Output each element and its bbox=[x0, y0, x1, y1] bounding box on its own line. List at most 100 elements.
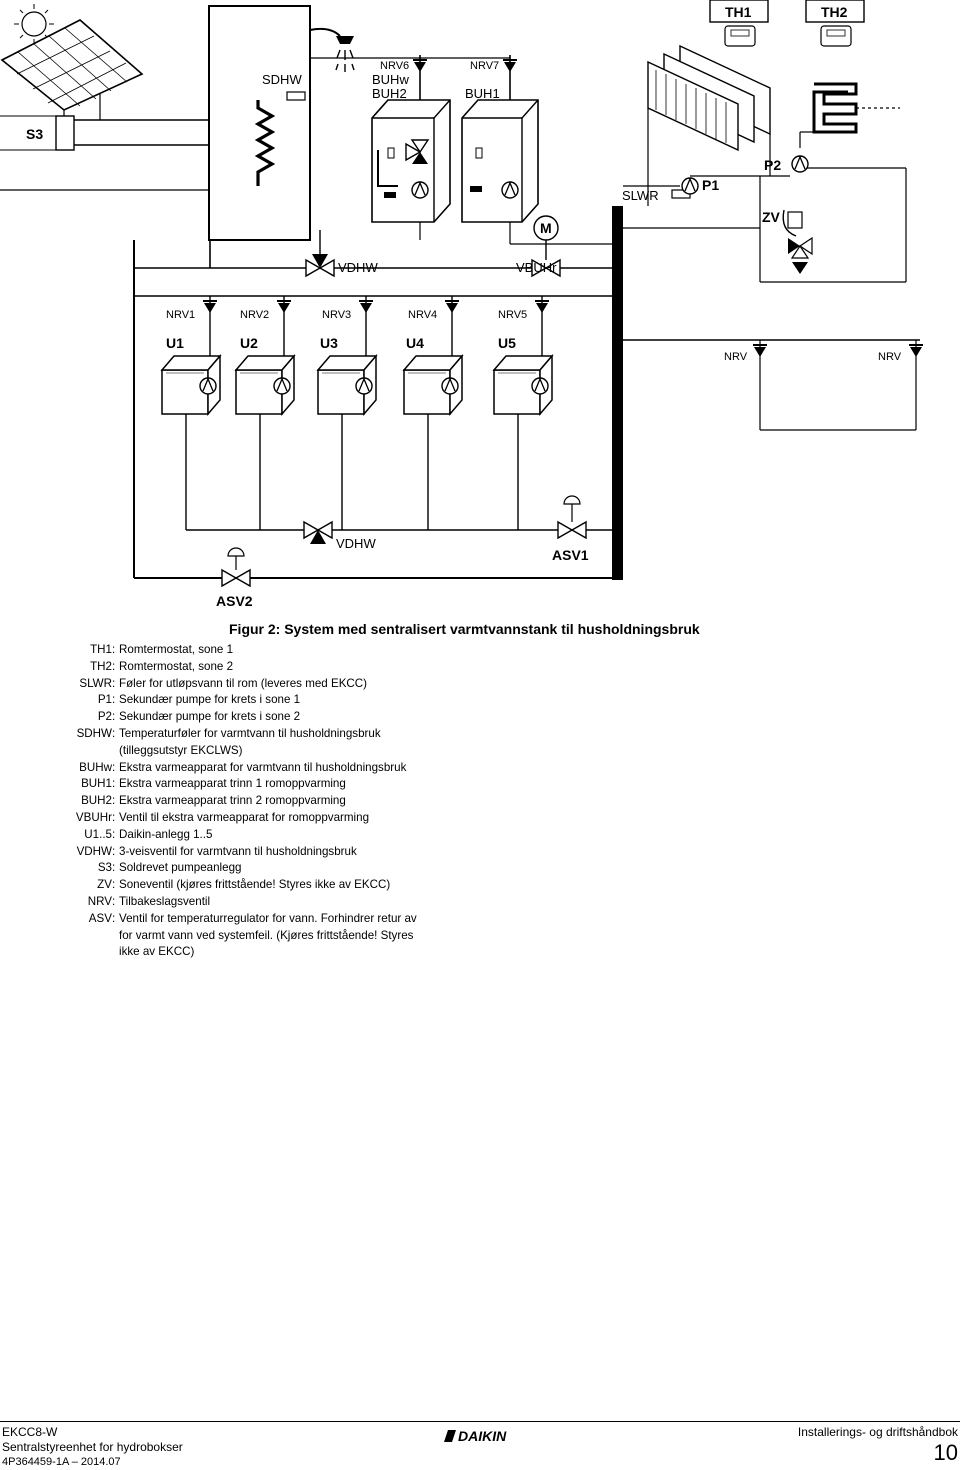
unit-u2 bbox=[235, 355, 295, 415]
solar-panel bbox=[0, 19, 144, 122]
legend-code: ZV bbox=[97, 878, 112, 892]
label-u3: U3 bbox=[320, 335, 338, 351]
legend-code: NRV bbox=[87, 894, 112, 908]
legend-row: S3:Soldrevet pumpeanlegg bbox=[60, 860, 480, 877]
heat-coil bbox=[254, 100, 276, 186]
label-buhw: BUHw bbox=[372, 72, 409, 87]
legend-desc: Romtermostat, sone 2 bbox=[119, 659, 234, 673]
footer-doc-code: EKCC8-W bbox=[2, 1425, 58, 1439]
label-nrv3: NRV3 bbox=[322, 309, 351, 321]
asv2-valve bbox=[221, 547, 251, 588]
label-p2: P2 bbox=[764, 157, 781, 173]
label-asv1: ASV1 bbox=[552, 547, 589, 563]
label-u4: U4 bbox=[406, 335, 424, 351]
buh1-pump-icon bbox=[501, 181, 519, 199]
label-nrv4: NRV4 bbox=[408, 309, 437, 321]
legend-code: P1 bbox=[97, 693, 112, 707]
legend-code: S3 bbox=[97, 861, 112, 875]
s3-pump-station bbox=[55, 115, 75, 151]
unit-u5 bbox=[493, 355, 553, 415]
legend-code: BUH1 bbox=[81, 777, 112, 791]
label-nrv2: NRV2 bbox=[240, 309, 269, 321]
legend-desc: Sekundær pumpe for krets i sone 2 bbox=[119, 710, 301, 724]
footer-rule bbox=[0, 1421, 960, 1422]
label-th2: TH2 bbox=[821, 4, 848, 20]
label-slwr: SLWR bbox=[622, 188, 659, 203]
sun-icon bbox=[14, 4, 54, 44]
legend-code: SLWR bbox=[79, 676, 112, 690]
legend-code: VBUHr bbox=[75, 810, 112, 824]
label-vbuhr: VBUHr bbox=[516, 260, 557, 275]
th2-header bbox=[805, 0, 865, 23]
legend-row: for varmt vann ved systemfeil. (Kjøres f… bbox=[60, 928, 480, 945]
footer-product: Sentralstyreenhet for hydrobokser bbox=[2, 1440, 183, 1454]
buh1-unit bbox=[461, 99, 539, 223]
legend-row: (tilleggsutstyr EKCLWS) bbox=[60, 743, 480, 760]
legend-row: P1:Sekundær pumpe for krets i sone 1 bbox=[60, 692, 480, 709]
legend-row: TH1:Romtermostat, sone 1 bbox=[60, 642, 480, 659]
legend-code: VDHW bbox=[76, 844, 112, 858]
legend-row: SDHW:Temperaturføler for varmtvann til h… bbox=[60, 726, 480, 743]
legend-desc: Ekstra varmeapparat trinn 1 romoppvarmin… bbox=[119, 777, 346, 791]
legend-code: BUHw bbox=[79, 760, 112, 774]
vbuhr-valve bbox=[531, 258, 561, 278]
legend-desc: Føler for utløpsvann til rom (leveres me… bbox=[119, 676, 368, 690]
legend-row: BUH2:Ekstra varmeapparat trinn 2 romoppv… bbox=[60, 793, 480, 810]
label-vdhw-top: VDHW bbox=[338, 260, 378, 275]
legend-code: P2 bbox=[97, 710, 112, 724]
legend-code: U1..5 bbox=[84, 827, 112, 841]
footer-manual: Installerings- og driftshåndbok bbox=[797, 1425, 958, 1439]
label-nrv5: NRV5 bbox=[498, 309, 527, 321]
legend-code bbox=[60, 944, 112, 961]
p1-pump-icon bbox=[681, 177, 699, 195]
unit-u1 bbox=[161, 355, 221, 415]
legend-row: TH2:Romtermostat, sone 2 bbox=[60, 659, 480, 676]
label-asv2: ASV2 bbox=[216, 593, 253, 609]
floor-heating-coil bbox=[812, 82, 858, 134]
legend-code bbox=[60, 928, 112, 945]
legend-desc: (tilleggsutstyr EKCLWS) bbox=[119, 743, 243, 757]
daikin-logo: DAIKIN bbox=[444, 1427, 516, 1450]
svg-text:DAIKIN: DAIKIN bbox=[458, 1428, 507, 1444]
legend-code: TH2 bbox=[90, 659, 112, 673]
label-nrv6: NRV6 bbox=[380, 60, 409, 72]
legend-desc: Soneventil (kjøres frittstående! Styres … bbox=[119, 878, 391, 892]
legend-desc: ikke av EKCC) bbox=[119, 945, 195, 959]
legend-desc: Daikin-anlegg 1..5 bbox=[119, 827, 213, 841]
label-buh1: BUH1 bbox=[465, 86, 500, 101]
legend-code: ASV bbox=[88, 911, 112, 925]
label-s3: S3 bbox=[26, 126, 43, 142]
label-nrv-a: NRV bbox=[724, 351, 748, 363]
vdhw-top-valve bbox=[305, 254, 335, 278]
label-u2: U2 bbox=[240, 335, 258, 351]
legend-row: SLWR:Føler for utløpsvann til rom (lever… bbox=[60, 676, 480, 693]
system-diagram: S3 SDHW NRV6 BUHw BUH2 NRV7 BUH1 bbox=[0, 0, 924, 609]
legend-desc: Soldrevet pumpeanlegg bbox=[119, 861, 242, 875]
legend-row: ASV:Ventil for temperaturregulator for v… bbox=[60, 911, 480, 928]
legend-row: ZV:Soneventil (kjøres frittstående! Styr… bbox=[60, 877, 480, 894]
legend-code: BUH2 bbox=[81, 794, 112, 808]
sdhw-sensor bbox=[286, 91, 306, 101]
legend-desc: 3-veisventil for varmtvann til husholdni… bbox=[119, 844, 357, 858]
legend-row: BUH1:Ekstra varmeapparat trinn 1 romoppv… bbox=[60, 776, 480, 793]
buh2-pump-icon bbox=[411, 181, 429, 199]
radiators bbox=[647, 44, 771, 152]
legend-code: TH1 bbox=[90, 643, 112, 656]
zv-zone-valve bbox=[782, 209, 813, 274]
unit-return-lines bbox=[185, 414, 519, 530]
unit-supply-lines bbox=[209, 296, 543, 360]
header-bar bbox=[612, 206, 623, 580]
buhw-3way-valve bbox=[405, 139, 430, 164]
label-p1: P1 bbox=[702, 177, 719, 193]
label-m: M bbox=[540, 220, 552, 236]
legend-row: VBUHr:Ventil til ekstra varmeapparat for… bbox=[60, 810, 480, 827]
legend-row: ikke av EKCC) bbox=[60, 944, 480, 961]
legend-desc: Ekstra varmeapparat trinn 2 romoppvarmin… bbox=[119, 794, 346, 808]
figure-caption: Figur 2: System med sentralisert varmtva… bbox=[229, 621, 700, 637]
label-sdhw: SDHW bbox=[262, 72, 302, 87]
shower-icon bbox=[309, 27, 355, 72]
legend-desc: for varmt vann ved systemfeil. (Kjøres f… bbox=[119, 928, 414, 942]
label-zv: ZV bbox=[762, 209, 781, 225]
legend-row: P2:Sekundær pumpe for krets i sone 2 bbox=[60, 709, 480, 726]
label-buh2: BUH2 bbox=[372, 86, 407, 101]
